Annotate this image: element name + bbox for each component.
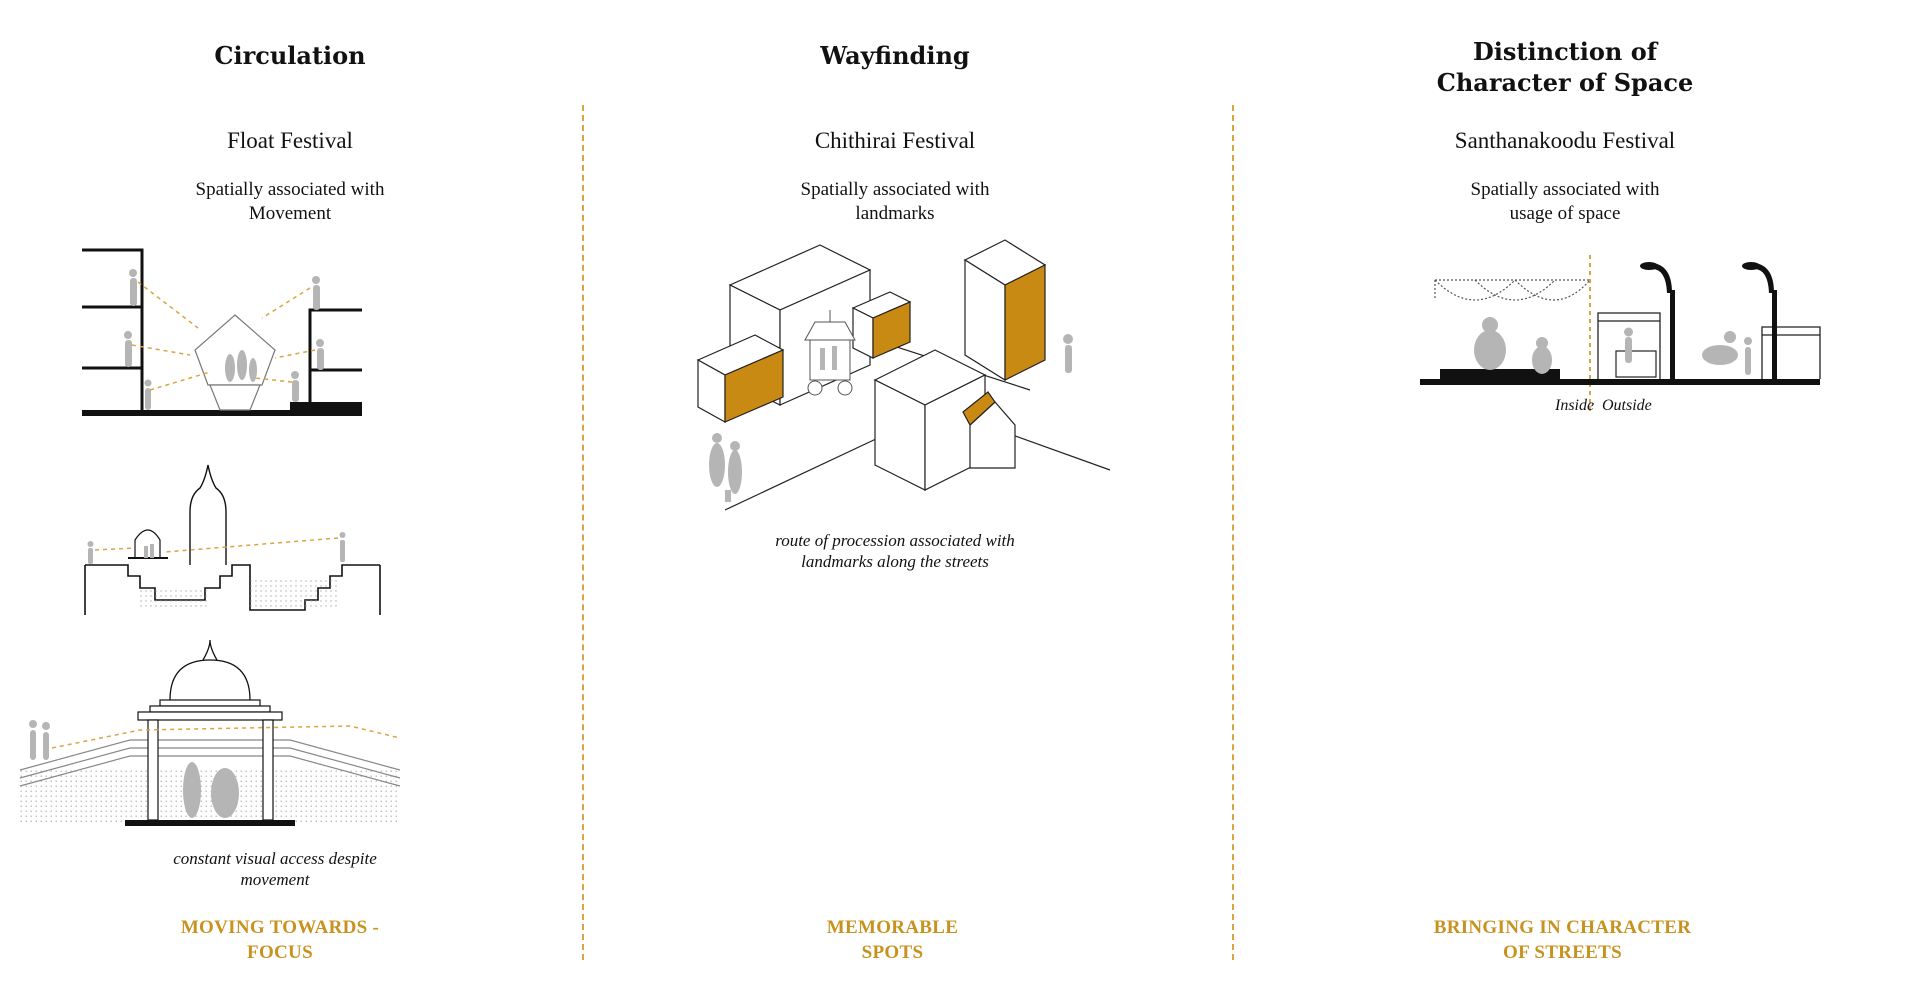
festival-name: Chithirai Festival xyxy=(814,128,976,153)
association-text: Spatially associated with usage of space xyxy=(1210,178,1920,226)
festival-name: Float Festival xyxy=(227,128,353,153)
association-line-2: usage of space xyxy=(1509,203,1621,224)
column-divider-2 xyxy=(1232,105,1234,960)
caption-line-1: route of procession associated with xyxy=(775,531,1015,550)
outcome-line-2: OF STREETS xyxy=(1503,942,1622,963)
heading-character-of-space: Distinction of Character of Space xyxy=(1210,36,1920,98)
association-line-1: Spatially associated with xyxy=(195,179,385,200)
temple-tank-section-diagram xyxy=(84,464,381,615)
association-line-2: Movement xyxy=(248,203,332,224)
mandapa-tank-diagram xyxy=(19,639,401,826)
festival-name: Santhanakoodu Festival xyxy=(1454,128,1676,153)
outcome-line-2: FOCUS xyxy=(247,942,313,963)
heading-circulation: Circulation xyxy=(214,41,366,70)
float-section-diagram xyxy=(82,248,362,416)
outcome-wayfinding: MEMORABLE SPOTS xyxy=(555,915,1230,965)
column-character-of-space: Distinction of Character of Space Santha… xyxy=(1230,0,1920,1000)
association-line-1: Spatially associated with xyxy=(800,179,990,200)
column-wayfinding: Wayfinding Chithirai Festival Spatially … xyxy=(580,0,1230,1000)
column-divider-1 xyxy=(582,105,584,960)
heading-line-1: Distinction of xyxy=(1472,37,1658,66)
outcome-line-1: MEMORABLE xyxy=(826,917,959,938)
outcome-character-of-space: BRINGING IN CHARACTER OF STREETS xyxy=(1205,915,1920,965)
outcome-circulation: MOVING TOWARDS - FOCUS xyxy=(0,915,580,965)
caption-line-2: landmarks along the streets xyxy=(801,552,989,571)
landmarks-isometric-diagram xyxy=(696,239,1111,511)
association-line-1: Spatially associated with xyxy=(1470,179,1660,200)
caption-line-2: movement xyxy=(240,870,310,889)
column-circulation: Circulation Float Festival Spatially ass… xyxy=(0,0,580,1000)
association-line-2: landmarks xyxy=(855,203,935,224)
label-inside: Inside xyxy=(1555,397,1595,414)
outcome-line-1: MOVING TOWARDS - xyxy=(180,917,380,938)
outcome-line-1: BRINGING IN CHARACTER xyxy=(1433,917,1692,938)
heading-wayfinding: Wayfinding xyxy=(820,41,970,70)
caption-circulation: constant visual access despite movement xyxy=(0,848,580,890)
heading-line-2: Character of Space xyxy=(1436,68,1694,97)
association-text: Spatially associated with landmarks xyxy=(560,178,1230,226)
caption-wayfinding: route of procession associated with land… xyxy=(560,530,1230,572)
outcome-line-2: SPOTS xyxy=(861,942,924,963)
inside-outside-section-diagram xyxy=(1420,255,1821,415)
label-outside: Outside xyxy=(1602,397,1652,414)
caption-line-1: constant visual access despite xyxy=(173,849,377,868)
association-text: Spatially associated with Movement xyxy=(0,178,580,226)
